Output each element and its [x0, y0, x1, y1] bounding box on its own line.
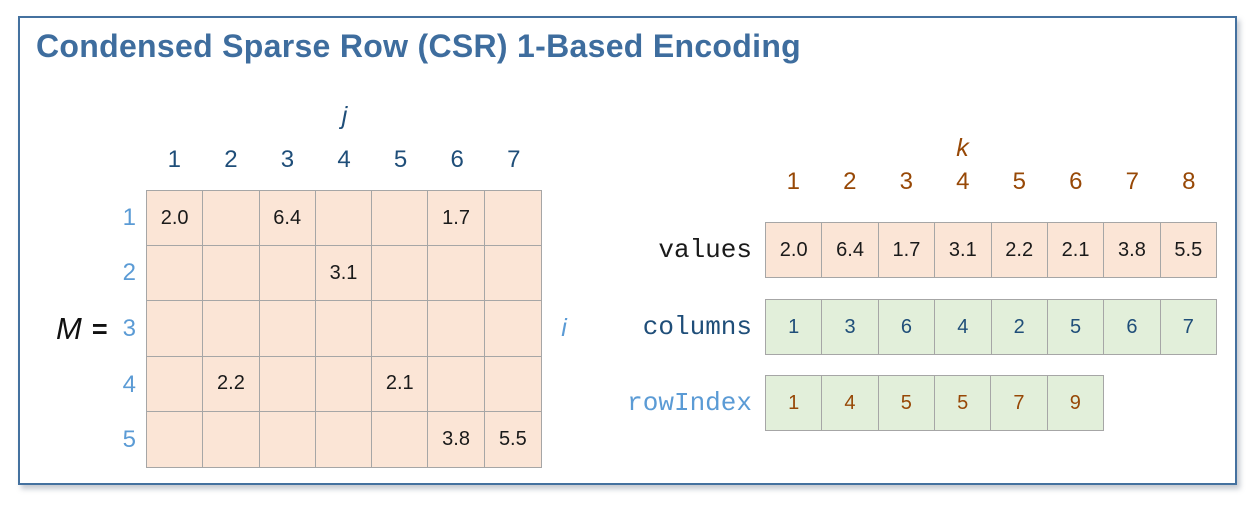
- matrix-cell: [203, 191, 260, 247]
- array-cell: 6: [1104, 300, 1161, 354]
- matrix-cell: 5.5: [498, 427, 527, 450]
- array-cell: 2: [992, 300, 1048, 354]
- matrix-cell: [372, 246, 429, 302]
- array-index-axis-label: k: [956, 134, 969, 162]
- matrix-cell: [428, 301, 485, 357]
- matrix-col-header: 4: [337, 146, 351, 173]
- array-cell: 5: [935, 376, 992, 430]
- matrix-col-header: 7: [507, 146, 521, 173]
- matrix-row-headers: 1 2 3 4 5: [92, 190, 138, 468]
- array-cell: 3: [822, 300, 879, 354]
- matrix-cell: [372, 191, 429, 247]
- matrix-cell: [315, 356, 373, 412]
- matrix-cell: [484, 246, 541, 302]
- matrix-cell: [315, 191, 373, 247]
- matrix-cell: [484, 301, 541, 357]
- matrix-cell: [428, 246, 485, 302]
- array-cell: 1: [766, 300, 823, 354]
- values-array-label: values: [658, 235, 752, 265]
- matrix-cell: [147, 246, 204, 302]
- matrix-cell: [372, 301, 429, 357]
- array-cell: 3.8: [1104, 223, 1161, 277]
- array-index-headers: 1 2 3 4 5 6 7 8: [765, 168, 1217, 200]
- matrix-cell: [203, 411, 260, 467]
- array-cell: 4: [935, 300, 992, 354]
- equals-sign: =: [91, 313, 108, 344]
- array-cell: 6.4: [822, 223, 879, 277]
- matrix-row-header: 5: [122, 426, 136, 454]
- array-cell: 3.1: [935, 223, 992, 277]
- matrix-cell: [147, 411, 204, 467]
- diagram-title: Condensed Sparse Row (CSR) 1-Based Encod…: [36, 28, 802, 64]
- matrix-col-header: 3: [280, 146, 295, 173]
- matrix-col-axis-label: j: [341, 102, 348, 130]
- matrix-row-axis-label: i: [561, 314, 567, 342]
- array-cell: 4: [822, 376, 879, 430]
- matrix-col-header: 5: [393, 146, 408, 173]
- matrix-cell: [484, 357, 541, 412]
- array-cell: 1: [766, 376, 823, 430]
- rowindex-array-label: rowIndex: [627, 388, 752, 418]
- array-index-header: 8: [1182, 168, 1196, 195]
- matrix-cell: [259, 246, 316, 302]
- matrix-cell: [203, 301, 260, 357]
- matrix-cell: [259, 301, 316, 357]
- matrix-cell: 3.1: [315, 246, 373, 302]
- matrix-row-header: 2: [122, 259, 136, 287]
- array-index-header: 1: [786, 168, 800, 195]
- columns-array-label: columns: [642, 312, 752, 342]
- matrix-row-header: 1: [122, 203, 136, 231]
- matrix-name-letter: M: [56, 311, 82, 346]
- array-cell: 1.7: [879, 223, 936, 277]
- matrix-cell: 2.2: [203, 356, 260, 412]
- array-index-header: 7: [1125, 168, 1139, 195]
- matrix-col-header: 2: [224, 146, 238, 173]
- matrix-cell: 2.1: [372, 356, 429, 412]
- array-index-header: 2: [843, 168, 857, 195]
- array-cell: 9: [1069, 391, 1081, 414]
- array-index-header: 3: [899, 168, 913, 195]
- matrix-col-header: 1: [167, 146, 181, 173]
- matrix-cell: [203, 246, 260, 302]
- matrix-cell: [428, 356, 485, 412]
- array-cell: 2.2: [992, 223, 1048, 277]
- array-index-header: 4: [956, 168, 970, 195]
- matrix-cell: [315, 301, 373, 357]
- matrix-cell: [147, 356, 204, 412]
- matrix-row-header: 4: [122, 370, 136, 398]
- matrix-cell: 6.4: [259, 191, 316, 247]
- array-cell: 5.5: [1174, 238, 1203, 261]
- array-cell: 6: [879, 300, 936, 354]
- matrix-cell: [372, 411, 429, 467]
- array-cell: 2.1: [1048, 223, 1105, 277]
- matrix-name-label: M =: [56, 311, 108, 347]
- matrix-col-headers: 1 2 3 4 5 6 7: [146, 146, 542, 178]
- array-cell: 2.0: [766, 223, 823, 277]
- matrix-cell: [484, 191, 541, 247]
- array-cell: 7: [991, 376, 1048, 430]
- matrix-col-header: 6: [450, 146, 464, 173]
- matrix-cell: [316, 411, 373, 467]
- matrix-row-header: 3: [122, 314, 136, 342]
- matrix-cell: [147, 301, 204, 357]
- array-cell: 5: [879, 376, 935, 430]
- matrix-cell: 3.8: [428, 411, 485, 467]
- matrix-cell: [259, 356, 316, 412]
- array-index-header: 6: [1069, 168, 1083, 195]
- matrix-cell: 1.7: [428, 191, 485, 247]
- array-index-header: 5: [1012, 168, 1026, 195]
- matrix-cell: [260, 411, 316, 467]
- matrix-cell: 2.0: [147, 191, 204, 247]
- array-cell: 7: [1182, 315, 1194, 338]
- array-cell: 5: [1048, 300, 1105, 354]
